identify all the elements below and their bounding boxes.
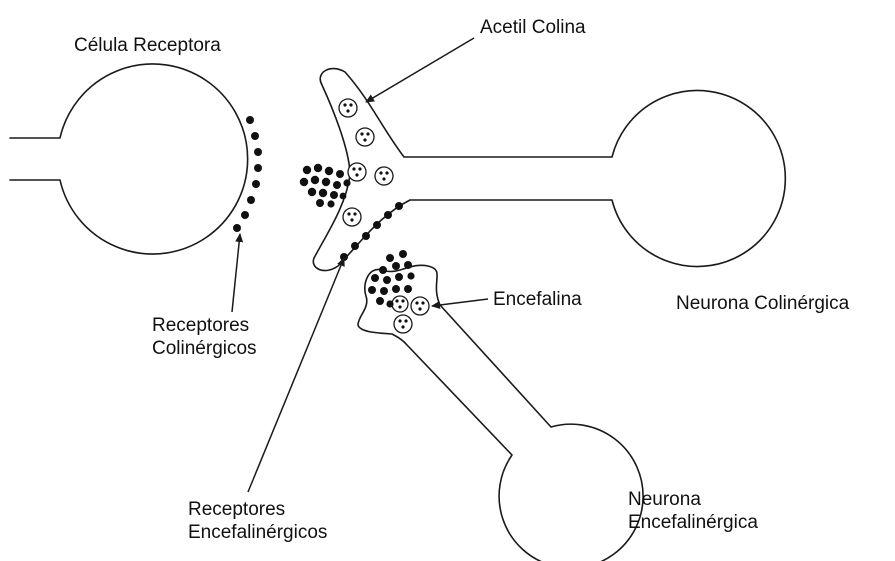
label-neurona-colinergica: Neurona Colinérgica xyxy=(676,292,849,315)
label-acetil-colina: Acetil Colina xyxy=(480,16,586,39)
label-receptores-encefalinergicos-line1: Receptores xyxy=(188,498,327,521)
enkephalin-cluster xyxy=(368,250,415,308)
acetylcholine-vesicles xyxy=(339,99,393,226)
pointer-receptores-colinergicos xyxy=(232,234,240,312)
label-neurona-encefalinergica: Neurona Encefalinérgica xyxy=(628,488,758,534)
label-celula-receptora: Célula Receptora xyxy=(74,34,221,57)
receptor-cell xyxy=(10,64,248,254)
enkephalin-vesicles xyxy=(392,296,429,333)
label-receptores-colinergicos: Receptores Colinérgicos xyxy=(152,314,257,360)
label-neurona-encefalinergica-line2: Encefalinérgica xyxy=(628,511,758,534)
label-neurona-encefalinergica-line1: Neurona xyxy=(628,488,758,511)
label-receptores-encefalinergicos-line2: Encefalinérgicos xyxy=(188,521,327,544)
cholinergic-receptors xyxy=(233,116,262,232)
pointer-acetil-colina xyxy=(366,38,474,102)
label-receptores-encefalinergicos: Receptores Encefalinérgicos xyxy=(188,498,327,544)
pointer-encefalina xyxy=(432,299,488,306)
label-receptores-colinergicos-line1: Receptores xyxy=(152,314,257,337)
pointer-receptores-encefalinergicos xyxy=(248,258,344,492)
label-receptores-colinergicos-line2: Colinérgicos xyxy=(152,337,257,360)
label-encefalina: Encefalina xyxy=(493,288,582,311)
